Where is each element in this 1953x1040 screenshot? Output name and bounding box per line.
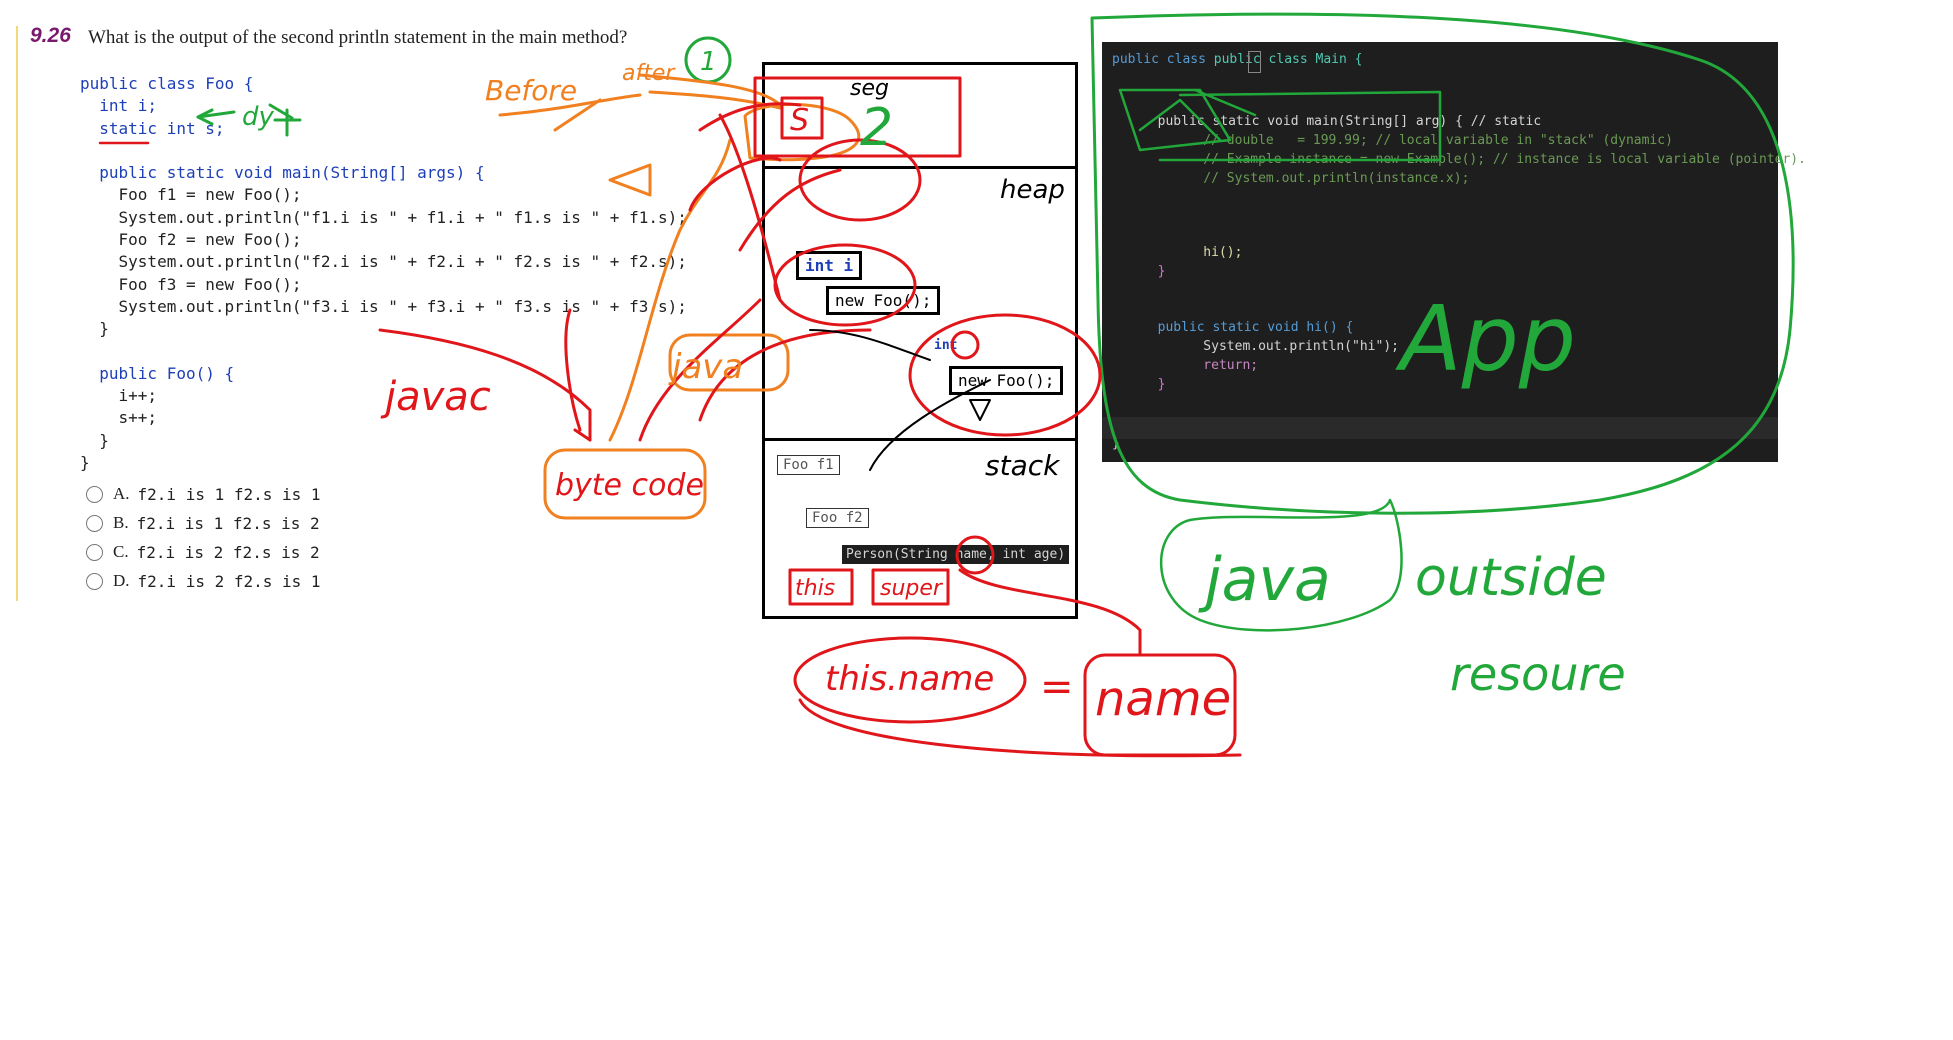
editor-line: System.out.println("hi"); [1172,339,1399,354]
option-b[interactable]: B. f2.i is 1 f2.s is 2 [86,513,320,533]
current-line-highlight [1102,417,1778,439]
radio-b[interactable] [86,514,103,532]
code-line: i++; [80,386,158,406]
question-text: What is the output of the second println… [88,27,628,48]
heap-cell-int: int i [796,251,863,280]
editor-line: // double = 199.99; // local variable in… [1172,133,1673,148]
bracket-cursor [1248,51,1261,73]
code-line [80,140,687,162]
code-line: } [80,453,90,473]
editor-line: return; [1172,358,1259,373]
note-this-name: this.name [825,659,994,699]
question-border [16,26,18,601]
heap-cell-new-foo-2: new Foo(); [949,366,1064,395]
code-line: System.out.println("f1.i is " + f1.i + "… [80,207,687,227]
editor-line: public static void main(String[] arg) { … [1142,114,1542,129]
code-line: System.out.println("f2.i is " + f2.i + "… [80,252,687,272]
code-line: } [80,319,109,339]
editor-line: // Example instance = new Example(); // … [1172,152,1806,167]
radio-d[interactable] [86,572,103,590]
editor-line: public class public class Main { [1112,52,1363,67]
code-line: int i; [80,96,158,116]
note-equals: = [1040,664,1074,710]
code-line: System.out.println("f3.i is " + f3.i + "… [80,296,687,316]
editor-line: } [1142,377,1166,392]
stack-cell-f2: Foo f2 [806,508,869,528]
option-code: f2.i is 1 f2.s is 2 [136,513,320,533]
radio-a[interactable] [86,485,103,503]
code-line [80,341,687,363]
note-java-green: java [1198,545,1331,615]
code-line: Foo f2 = new Foo(); [80,230,302,250]
option-letter: B. [113,513,129,532]
code-line: public Foo() { [80,363,235,383]
option-c[interactable]: C. f2.i is 2 f2.s is 2 [86,542,320,562]
option-letter: D. [113,571,130,590]
code-line: Foo f1 = new Foo(); [80,185,302,205]
editor-line: hi(); [1172,245,1243,260]
code-line: s++; [80,408,158,428]
editor-line: } [1112,436,1120,451]
option-letter: A. [113,484,130,503]
note-resoure: resoure [1450,647,1626,701]
code-line: Foo f3 = new Foo(); [80,274,302,294]
heap-cell-new-foo-1: new Foo(); [826,286,941,315]
note-name: name [1095,671,1231,727]
note-outside: outside [1415,548,1607,608]
heap-cell-int-2: int [934,338,958,353]
code-line: } [80,430,109,450]
radio-c[interactable] [86,543,103,561]
code-editor-panel: public class public class Main { public … [1102,42,1806,462]
editor-line: // System.out.println(instance.x); [1172,171,1470,186]
memory-divider-segment [762,166,1078,169]
option-code: f2.i is 1 f2.s is 1 [137,484,321,504]
editor-line: } [1142,264,1166,279]
option-code: f2.i is 2 f2.s is 2 [136,542,320,562]
question-number: 9.26 [30,24,71,47]
memory-divider-stack [762,438,1078,441]
option-a[interactable]: A. f2.i is 1 f2.s is 1 [86,484,321,504]
code-line: public static void main(String[] args) { [80,163,485,183]
note-one: 1 [700,47,717,77]
option-d[interactable]: D. f2.i is 2 f2.s is 1 [86,571,321,591]
option-code: f2.i is 2 f2.s is 1 [137,571,321,591]
memory-box [762,62,1078,619]
person-constructor-snippet: Person(String name, int age) [842,545,1070,564]
code-line: public class Foo { [80,74,254,93]
stack-cell-f1: Foo f1 [777,455,840,475]
option-letter: C. [113,542,129,561]
code-line: static int s; [80,118,225,138]
code-block: public class Foo { int i; static int s; … [80,73,687,474]
editor-line: public static void hi() { [1142,320,1354,335]
